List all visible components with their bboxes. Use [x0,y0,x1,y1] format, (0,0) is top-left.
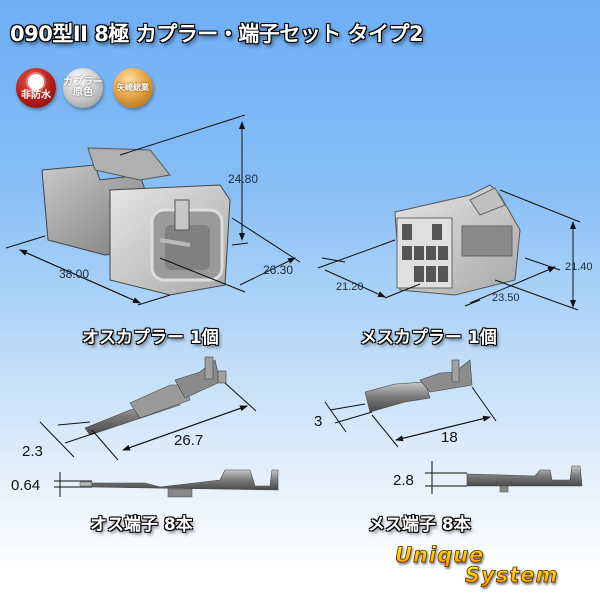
male-width-dim: 26.30 [263,263,294,277]
sun-icon [28,74,44,91]
female-depth-dim: 21.20 [336,281,364,293]
female-height-dim: 21.40 [565,261,593,273]
male-terminal-side-drawing [54,469,279,498]
female-terminal-length-dim: 18 [441,429,458,446]
coupler-color-badge: カプラー 原色 [63,68,103,108]
female-terminal-height-dim: 2.8 [393,472,414,489]
male-coupler-drawing [5,114,301,306]
female-terminal-label: メス端子 8本 [368,515,471,535]
male-terminal-thickness-dim: 0.64 [11,477,41,494]
unique-system-logo-line2: System [465,563,559,588]
coupler-color-line1: カプラー [63,76,103,88]
unique-system-logo-line1: Unique [395,543,485,568]
male-length-dim: 38.00 [59,267,90,281]
manufacturer-text: 矢崎総業 [117,82,149,92]
male-terminal-label: オス端子 8本 [90,515,193,535]
male-coupler-label: オスカプラー 1個 [82,328,219,348]
male-terminal-length-dim: 26.7 [174,432,204,449]
non-waterproof-text: 非防水 [21,90,51,102]
female-terminal-side-drawing [425,461,583,494]
male-height-dim: 24.80 [228,172,259,186]
male-terminal-drawing [39,356,257,461]
female-terminal-drawing [324,359,497,448]
male-terminal-width-dim: 2.3 [22,443,43,460]
female-terminal-width-dim: 3 [314,413,323,430]
non-waterproof-badge: 非防水 [16,68,56,108]
female-coupler-drawing [317,184,581,311]
coupler-color-line2: 原色 [73,87,93,98]
female-width-dim: 23.50 [492,292,520,304]
manufacturer-badge: 矢崎総業 [113,68,153,108]
product-title: 090型II 8極 カプラー・端子セット タイプ2 [10,22,424,46]
female-coupler-label: メスカプラー 1個 [360,328,497,348]
